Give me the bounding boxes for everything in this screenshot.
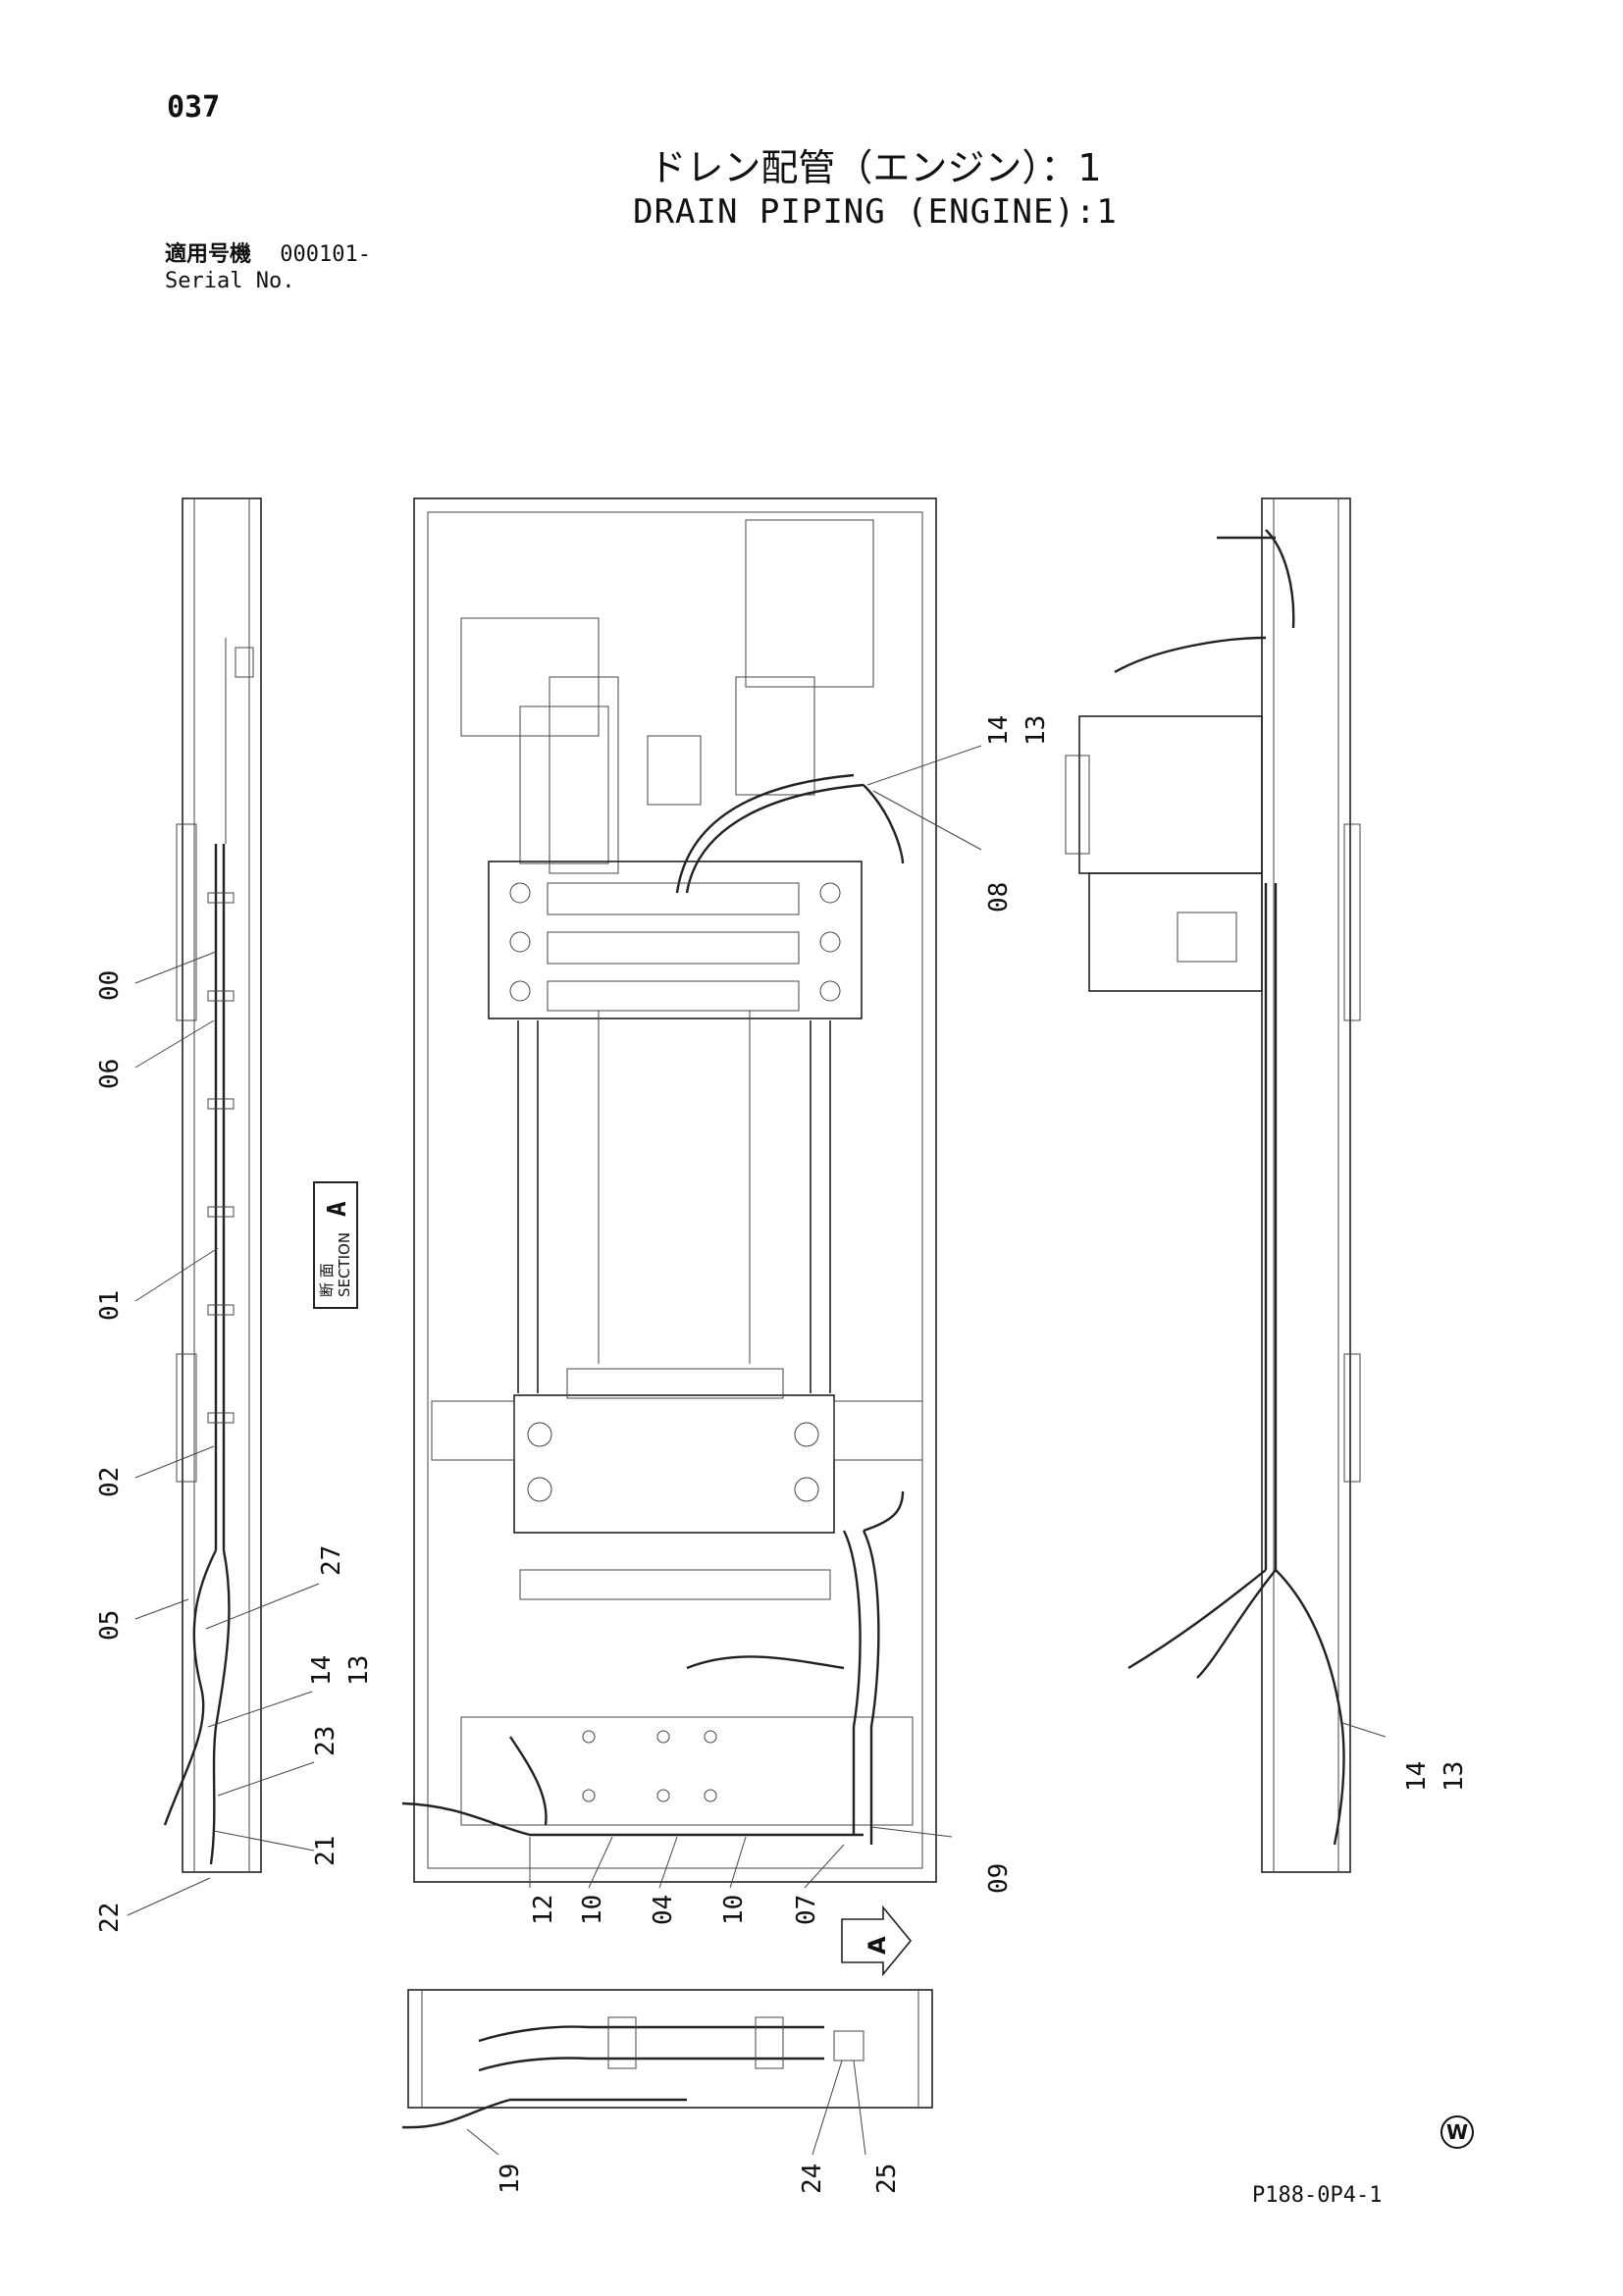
callout-00: 00	[95, 970, 125, 1001]
callout-25: 25	[872, 2164, 902, 2194]
view-arrow-letter: A	[864, 1936, 891, 1955]
callout-02: 02	[95, 1467, 125, 1497]
callout-12: 12	[529, 1895, 558, 1925]
callout-13b: 13	[1021, 715, 1051, 746]
right-side-view	[1065, 497, 1361, 1873]
serial-label-en: Serial No.	[165, 269, 295, 293]
callout-09: 09	[984, 1863, 1014, 1894]
center-plan-view	[401, 497, 937, 1883]
callout-23: 23	[311, 1726, 340, 1756]
callout-14b: 14	[984, 715, 1014, 746]
section-letter: A	[323, 1201, 352, 1217]
callout-24: 24	[798, 2164, 827, 2194]
bottom-detail-view	[401, 1989, 933, 2129]
drawing-code: P188-0P4-1	[1252, 2183, 1383, 2208]
callout-leaders	[127, 745, 1387, 2156]
callout-labels: 00 06 01 02 05 27 14 13 23 21 22 14 13 0…	[95, 715, 1469, 2194]
callout-19: 19	[496, 2164, 525, 2194]
callout-13a: 13	[344, 1655, 374, 1686]
serial-block: 適用号機 000101- Serial No.	[165, 241, 371, 294]
section-a-label: A SECTION 断 面	[313, 1181, 358, 1309]
serial-label-jp: 適用号機	[165, 242, 252, 267]
serial-value: 000101-	[280, 242, 371, 267]
callout-10b: 10	[719, 1895, 749, 1925]
section-jp: 断 面	[318, 1263, 336, 1297]
callout-22: 22	[95, 1903, 125, 1933]
callout-27: 27	[317, 1545, 346, 1576]
watermark-w-symbol: W	[1440, 2115, 1474, 2149]
callout-07: 07	[792, 1895, 821, 1925]
callout-13c: 13	[1440, 1761, 1469, 1792]
callout-08: 08	[984, 882, 1014, 913]
title-japanese: ドレン配管（エンジン）：1	[649, 146, 1102, 189]
callout-14c: 14	[1402, 1761, 1432, 1792]
callout-14a: 14	[307, 1655, 337, 1686]
view-arrow-a: A	[841, 1905, 913, 1977]
callout-06: 06	[95, 1059, 125, 1089]
callout-21: 21	[311, 1836, 340, 1866]
section-en: SECTION	[336, 1232, 353, 1297]
callout-05: 05	[95, 1610, 125, 1641]
left-side-view	[163, 497, 262, 1873]
callout-04: 04	[649, 1895, 678, 1925]
title-english: DRAIN PIPING (ENGINE):1	[633, 192, 1118, 232]
callout-10a: 10	[578, 1895, 607, 1925]
page-number: 037	[167, 90, 221, 125]
callout-01: 01	[95, 1290, 125, 1321]
